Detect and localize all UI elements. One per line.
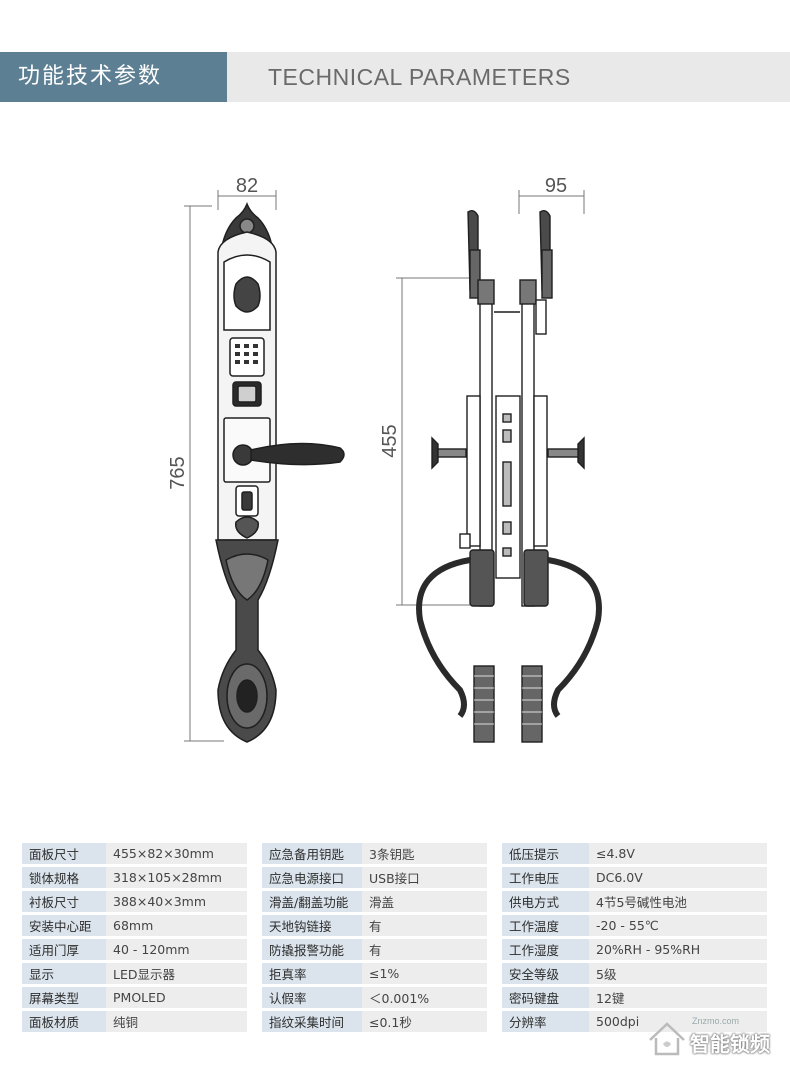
spec-value: 500dpi	[589, 1011, 767, 1032]
spec-row: 认假率＜0.001%	[262, 987, 487, 1008]
spec-label: 显示	[22, 963, 106, 984]
spec-value: 318×105×28mm	[106, 867, 247, 888]
spec-row: 指纹采集时间≤0.1秒	[262, 1011, 487, 1032]
spec-label: 适用门厚	[22, 939, 106, 960]
watermark: Znzmo.com 智能锁频	[646, 1014, 782, 1066]
lock-side-view	[416, 209, 602, 743]
dim-side-depth: 95	[545, 175, 567, 197]
spec-row: 工作温度-20 - 55℃	[502, 915, 767, 936]
spec-value: 12键	[589, 987, 767, 1008]
spec-value: PMOLED	[106, 987, 247, 1008]
spec-label: 面板材质	[22, 1011, 106, 1032]
spec-label: 分辨率	[502, 1011, 589, 1032]
spec-label: 屏幕类型	[22, 987, 106, 1008]
spec-label: 安全等级	[502, 963, 589, 984]
spec-label: 指纹采集时间	[262, 1011, 362, 1032]
spec-label: 低压提示	[502, 843, 589, 864]
spec-value: 388×40×3mm	[106, 891, 247, 912]
spec-label: 防撬报警功能	[262, 939, 362, 960]
spec-label: 滑盖/翻盖功能	[262, 891, 362, 912]
spec-label: 供电方式	[502, 891, 589, 912]
lock-technical-drawing: 82 765 95 455	[167, 175, 602, 743]
spec-row: 低压提示≤4.8V	[502, 843, 767, 864]
section-header: 功能技术参数 TECHNICAL PARAMETERS	[0, 52, 790, 102]
spec-value: LED显示器	[106, 963, 247, 984]
section-title-en: TECHNICAL PARAMETERS	[268, 64, 571, 90]
spec-value: ≤4.8V	[589, 843, 767, 864]
spec-value: 5级	[589, 963, 767, 984]
house-logo-icon	[649, 1022, 685, 1056]
spec-value: 纯铜	[106, 1011, 247, 1032]
spec-label: 工作温度	[502, 915, 589, 936]
spec-value: USB接口	[362, 867, 487, 888]
spec-label: 工作电压	[502, 867, 589, 888]
spec-row: 面板材质纯铜	[22, 1011, 247, 1032]
spec-label: 拒真率	[262, 963, 362, 984]
spec-label: 应急电源接口	[262, 867, 362, 888]
spec-value: 有	[362, 915, 487, 936]
watermark-brand: 智能锁频	[690, 1032, 770, 1056]
lock-front-view	[215, 201, 345, 743]
spec-label: 衬板尺寸	[22, 891, 106, 912]
spec-value: ≤0.1秒	[362, 1011, 487, 1032]
spec-value: 3条钥匙	[362, 843, 487, 864]
spec-label: 应急备用钥匙	[262, 843, 362, 864]
spec-row: 防撬报警功能有	[262, 939, 487, 960]
spec-row: 滑盖/翻盖功能滑盖	[262, 891, 487, 912]
section-title-cn: 功能技术参数	[0, 52, 227, 102]
spec-value: 68mm	[106, 915, 247, 936]
spec-label: 认假率	[262, 987, 362, 1008]
watermark-site: Znzmo.com	[692, 1016, 740, 1026]
spec-value: 455×82×30mm	[106, 843, 247, 864]
spec-value: DC6.0V	[589, 867, 767, 888]
dim-side-height: 455	[379, 424, 401, 457]
spec-label: 天地钩链接	[262, 915, 362, 936]
spec-row: 拒真率≤1%	[262, 963, 487, 984]
dimension-lines	[184, 190, 585, 742]
spec-value: -20 - 55℃	[589, 915, 767, 936]
spec-row: 天地钩链接有	[262, 915, 487, 936]
dim-front-width: 82	[236, 175, 258, 197]
spec-label: 密码键盘	[502, 987, 589, 1008]
spec-value: ＜0.001%	[362, 987, 487, 1008]
spec-value: 40 - 120mm	[106, 939, 247, 960]
dim-front-height: 765	[167, 456, 189, 489]
spec-value: ≤1%	[362, 963, 487, 984]
spec-label: 工作湿度	[502, 939, 589, 960]
spec-value: 4节5号碱性电池	[589, 891, 767, 912]
spec-label: 安装中心距	[22, 915, 106, 936]
spec-value: 滑盖	[362, 891, 487, 912]
spec-label: 锁体规格	[22, 867, 106, 888]
spec-value: 有	[362, 939, 487, 960]
spec-value: 20%RH - 95%RH	[589, 939, 767, 960]
spec-label: 面板尺寸	[22, 843, 106, 864]
